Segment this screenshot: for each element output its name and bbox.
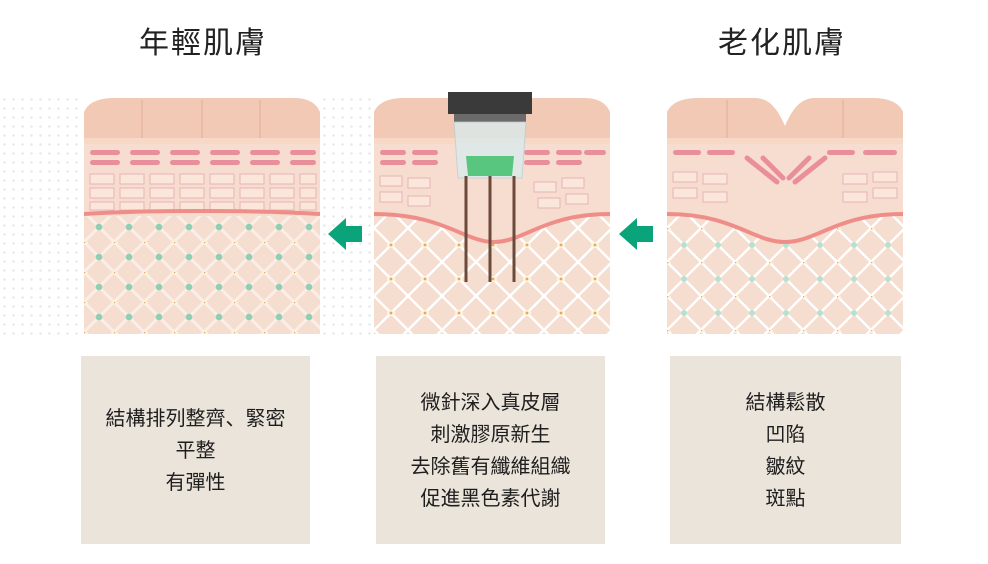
title-young-skin: 年輕肌膚 [139, 26, 267, 61]
young-skin-illustration [84, 92, 320, 334]
arrow-left-icon [619, 214, 653, 254]
caption-line: 結構排列整齊、緊密 [105, 406, 286, 430]
caption-line: 平整 [175, 438, 216, 462]
caption-line: 結構鬆散 [745, 390, 826, 414]
arrow-left-icon [328, 214, 362, 254]
microneedle-illustration [374, 92, 610, 334]
dot-texture-center [320, 95, 372, 335]
caption-line: 去除舊有纖維組織 [410, 454, 571, 478]
aged-skin-illustration [667, 92, 903, 334]
caption-line: 凹陷 [765, 422, 806, 446]
microneedle-device-icon [448, 92, 532, 282]
dot-texture-left [0, 95, 80, 335]
title-aged-skin: 老化肌膚 [718, 26, 846, 61]
caption-line: 皺紋 [765, 454, 806, 478]
caption-line: 有彈性 [165, 470, 226, 494]
caption-young-skin: 結構排列整齊、緊密 平整 有彈性 [81, 356, 310, 544]
caption-line: 刺激膠原新生 [430, 422, 551, 446]
caption-line: 微針深入真皮層 [420, 390, 561, 414]
caption-line: 斑點 [765, 486, 806, 510]
caption-aged-skin: 結構鬆散 凹陷 皺紋 斑點 [670, 356, 901, 544]
caption-line: 促進黑色素代謝 [420, 486, 561, 510]
caption-microneedle: 微針深入真皮層 刺激膠原新生 去除舊有纖維組織 促進黑色素代謝 [376, 356, 605, 544]
